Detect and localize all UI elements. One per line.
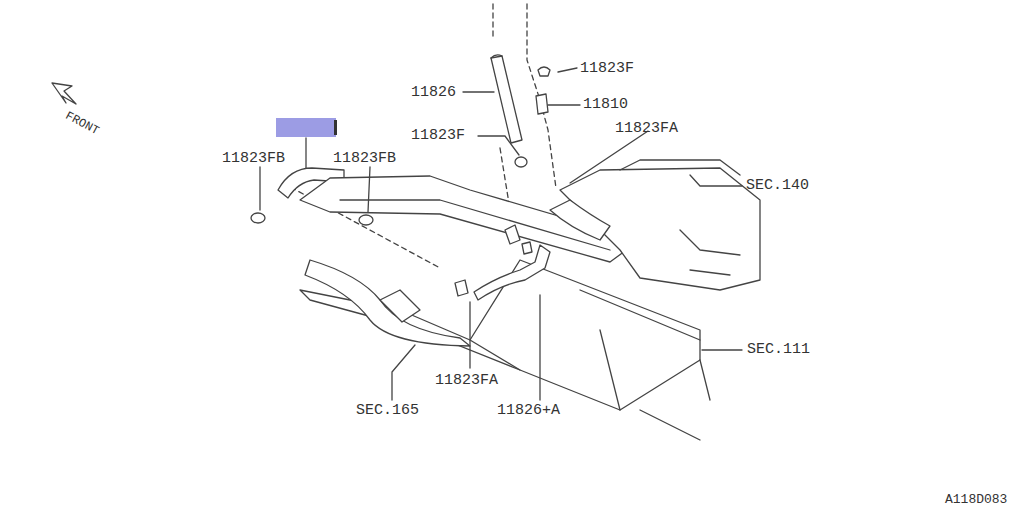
highlight-end: [334, 120, 337, 135]
clamp: [515, 157, 527, 167]
hose: [474, 245, 550, 300]
callout-number: 11826+A: [497, 403, 560, 419]
block-detail: [580, 290, 710, 440]
clamp: [455, 225, 532, 296]
direction-label: FRONT: [62, 108, 101, 139]
front-arrow: [52, 83, 76, 104]
hose-joint: [380, 290, 420, 322]
figure-code: A118D083: [945, 492, 1007, 508]
clamp: [251, 213, 265, 223]
section-reference: SEC.140: [746, 178, 809, 194]
callout-number: 11810: [583, 97, 628, 113]
callout-number: 11823F: [411, 128, 465, 144]
clamp: [359, 215, 373, 225]
collector-detail: [620, 160, 740, 275]
hose: [491, 56, 522, 143]
dash-guide: [527, 4, 556, 188]
callout-number: 11823FA: [615, 121, 678, 137]
callout-number: 11823F: [580, 61, 634, 77]
clamp: [536, 67, 550, 114]
leader-line: [260, 68, 742, 400]
callout-number: 11823FA: [435, 373, 498, 389]
section-reference: SEC.165: [356, 403, 419, 419]
section-reference: SEC.111: [747, 342, 810, 358]
water-hose: [305, 260, 470, 346]
highlight-box: [276, 118, 336, 137]
callout-number: 11823FB: [222, 151, 285, 167]
duct: [550, 200, 610, 240]
hose-end: [491, 55, 502, 58]
cover-line: [340, 200, 610, 250]
callout-number: 11823FB: [333, 151, 396, 167]
callout-number: 11826: [411, 85, 456, 101]
